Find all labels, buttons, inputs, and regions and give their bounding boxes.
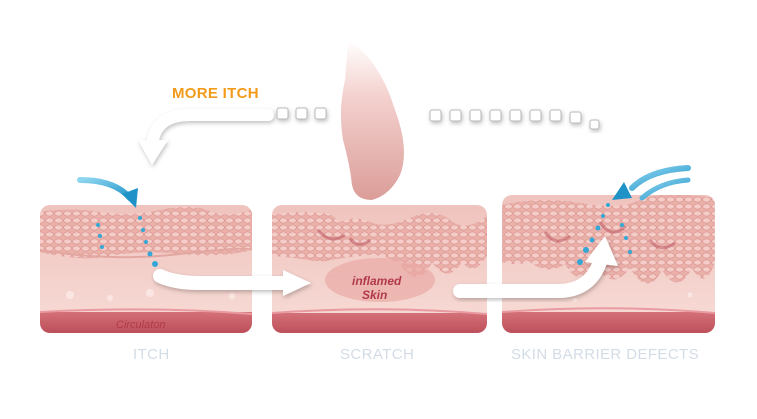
panel-scratch [272,205,487,333]
hand-illustration [340,40,404,200]
itch-stage-label: ITCH [133,346,170,363]
skin-label: Skin [362,288,387,302]
flow-arrow-scratch-to-barrier [453,236,618,298]
skin-barrier-defects-stage-label: SKIN BARRIER DEFECTS [511,346,699,363]
inflamed-label: inflamed [352,274,402,288]
circulation-label: Circulaton [116,319,166,331]
more-itch-label: MORE ITCH [172,85,259,102]
irritant-arrow-right [612,165,691,201]
flow-arrow-itch-to-scratch [153,269,311,296]
panel-itch [40,205,252,333]
irritant-arrow-left [77,177,138,208]
more-itch-curved-arrow [138,109,274,165]
panel-skin-barrier-defects [502,195,715,333]
cycle-dotted-path [276,107,600,130]
scratch-stage-label: SCRATCH [340,346,414,363]
